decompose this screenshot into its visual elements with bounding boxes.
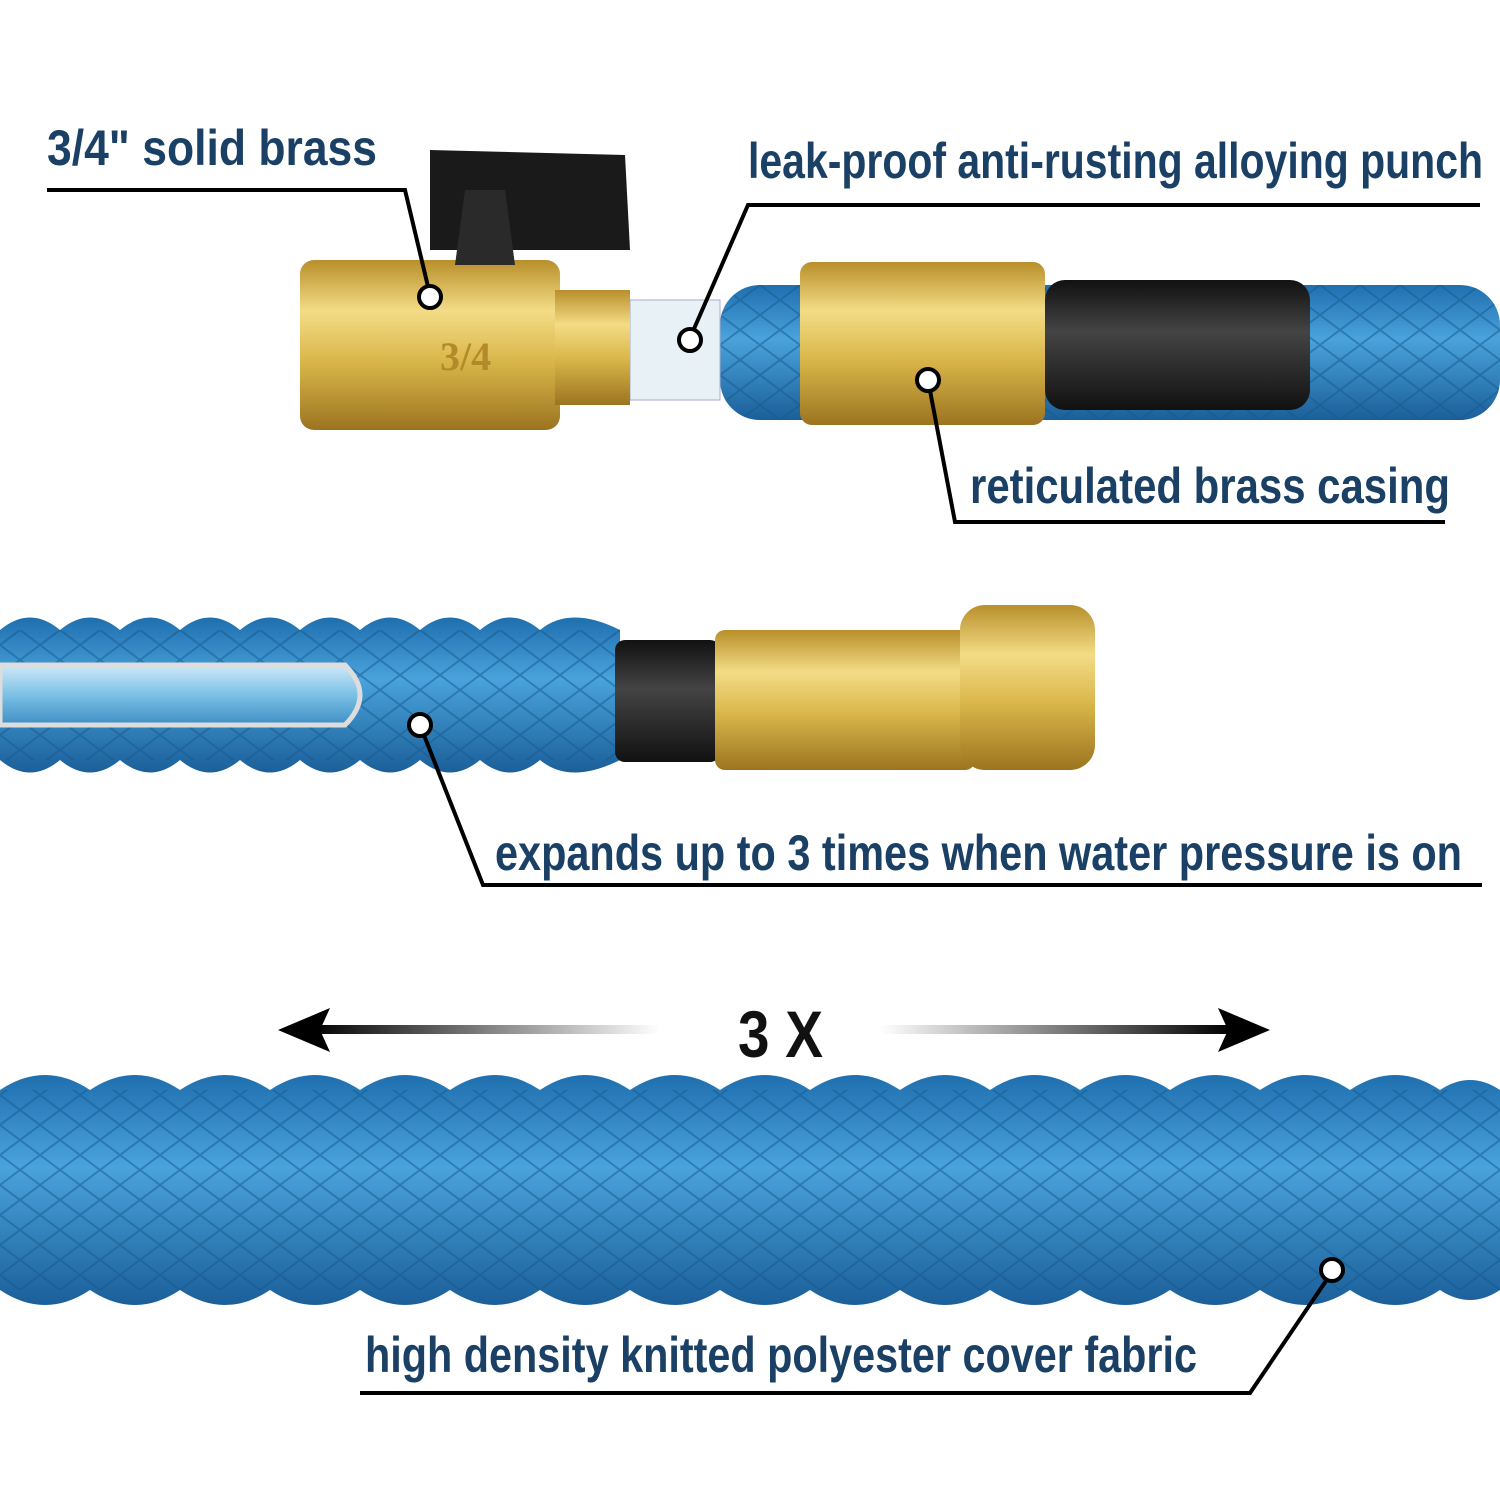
black-collar [615, 640, 720, 762]
callout-expands: expands up to 3 times when water pressur… [407, 712, 1482, 887]
valve-marking: 3/4 [440, 334, 491, 379]
left-arrow-head-icon [278, 1008, 330, 1052]
inner-tube [0, 662, 363, 728]
callout-leak-proof: leak-proof anti-rusting alloying punch [677, 133, 1483, 353]
label-fabric: high density knitted polyester cover fab… [365, 1327, 1197, 1383]
right-arrow-shaft [880, 1025, 1230, 1034]
valve-connector-assembly: 3/4 [300, 150, 1500, 430]
callout-solid-brass: 3/4" solid brass [47, 120, 443, 310]
right-arrow-head-icon [1218, 1008, 1270, 1052]
brass-casing-top [800, 262, 1045, 425]
expanding-hose-assembly [0, 605, 1095, 773]
label-leak-proof: leak-proof anti-rusting alloying punch [748, 133, 1483, 189]
label-solid-brass: 3/4" solid brass [47, 120, 377, 176]
callout-fabric: high density knitted polyester cover fab… [360, 1257, 1345, 1395]
expansion-arrows: 3 X [278, 997, 1270, 1071]
label-brass-casing: reticulated brass casing [970, 458, 1450, 514]
callout-brass-casing: reticulated brass casing [915, 367, 1450, 524]
clear-punch [629, 299, 721, 401]
brass-valve [300, 260, 560, 430]
label-expands: expands up to 3 times when water pressur… [495, 825, 1462, 881]
left-arrow-shaft [310, 1025, 660, 1034]
expanded-hose [0, 1075, 1500, 1305]
brass-connector [715, 630, 975, 770]
black-sleeve [1045, 280, 1310, 410]
expansion-factor: 3 X [738, 997, 823, 1071]
